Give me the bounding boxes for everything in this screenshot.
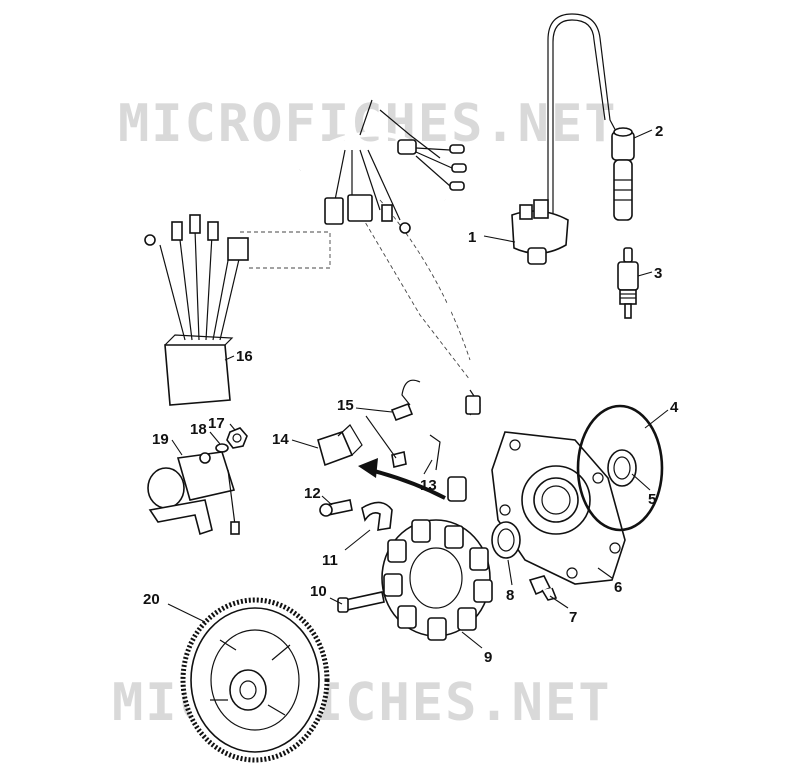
stator-coil-assembly [381, 519, 493, 641]
screw-and-bracket-15 [390, 379, 481, 502]
callout-16: 16 [236, 348, 253, 365]
direction-arrow [358, 458, 446, 500]
wire-harness [297, 99, 467, 331]
callout-11: 11 [322, 552, 338, 569]
screw-12 [319, 499, 353, 517]
stator-plate [491, 431, 626, 585]
callout-4: 4 [670, 399, 679, 416]
starter-solenoid [147, 451, 240, 536]
callout-2: 2 [655, 123, 663, 140]
callout-14: 14 [272, 431, 289, 448]
callout-20: 20 [143, 591, 160, 608]
dashed-wiring [240, 199, 471, 381]
flywheel [180, 597, 330, 763]
callout-17: 17 [208, 415, 225, 432]
callout-15: 15 [337, 397, 354, 414]
bolt-10 [337, 591, 385, 613]
callout-8: 8 [506, 587, 514, 604]
callout-7: 7 [569, 609, 577, 626]
pulser-coil [317, 424, 363, 467]
callout-18: 18 [190, 421, 207, 438]
nut-and-washer [215, 427, 248, 453]
callout-labels: 1 2 3 4 5 6 7 8 9 10 11 12 13 14 15 16 1… [143, 123, 679, 666]
callout-5: 5 [648, 491, 656, 508]
callout-19: 19 [152, 431, 169, 448]
callout-1: 1 [468, 229, 476, 246]
callout-10: 10 [310, 583, 327, 600]
oil-seal-8 [491, 521, 521, 559]
ignition-lead-with-cap [547, 13, 635, 235]
o-ring-gasket [576, 404, 664, 532]
callout-6: 6 [614, 579, 622, 596]
callout-12: 12 [304, 485, 321, 502]
bolt-7 [528, 575, 558, 601]
clamp-bracket-11 [361, 501, 393, 531]
callout-9: 9 [484, 649, 492, 666]
spark-plug [617, 247, 639, 319]
ignition-coil [511, 199, 569, 265]
oil-seal-5 [607, 449, 637, 487]
watermark-top: MICROFICHES.NET [118, 94, 618, 154]
leader-lines [167, 129, 669, 649]
voltage-regulator [144, 214, 249, 406]
callout-13: 13 [420, 477, 437, 494]
callout-3: 3 [654, 265, 662, 282]
